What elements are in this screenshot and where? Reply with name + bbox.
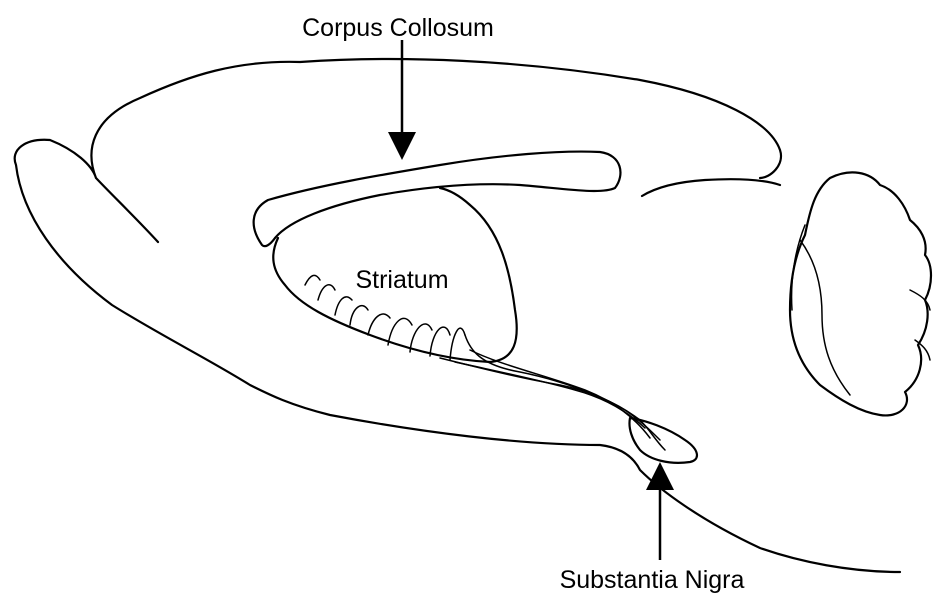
cerebellum xyxy=(790,172,931,415)
brain-outline xyxy=(15,59,900,572)
corpus-callosum-outline xyxy=(254,152,621,247)
striatum-label: Striatum xyxy=(355,266,448,294)
corpus-callosum-label: Corpus Collosum xyxy=(302,14,494,42)
substantia-nigra-label: Substantia Nigra xyxy=(560,566,745,594)
substantia-nigra-arrow xyxy=(646,462,674,560)
